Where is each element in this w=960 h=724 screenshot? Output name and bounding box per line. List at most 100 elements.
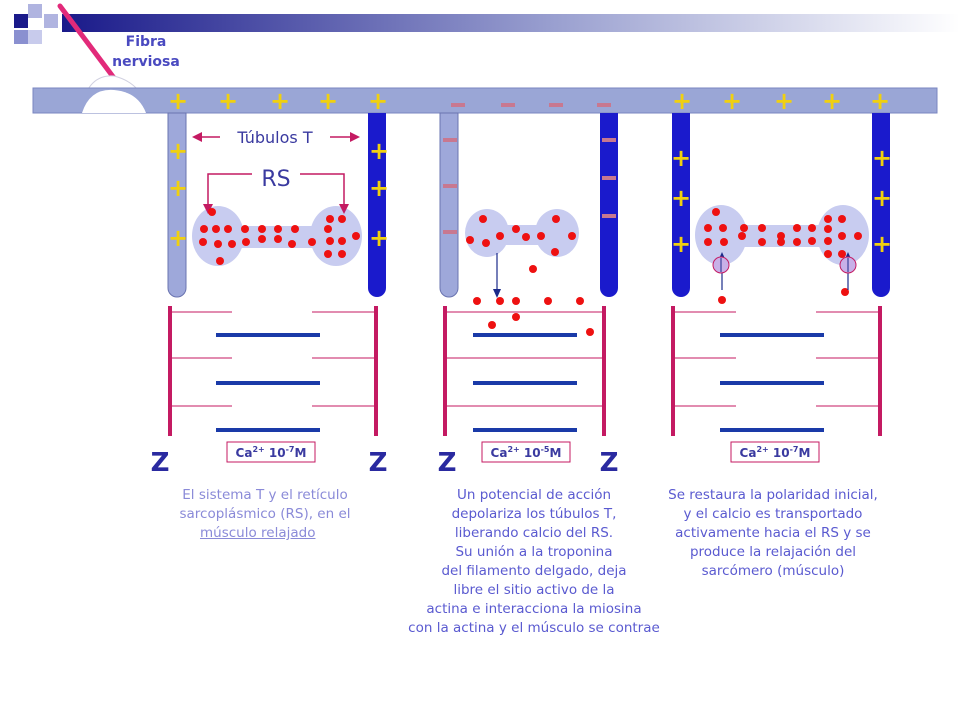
tubulos-t-label: Túbulos T [236,128,312,147]
plus-charge: + [671,184,691,212]
t-tubule [600,113,618,297]
plus-charge: + [822,87,842,115]
membrane-charges: ++++++++++++++++++++++ [168,87,892,258]
ca-exponent-text: -7 [790,445,799,454]
calcium-ion [228,240,236,248]
caption-line: liberando calcio del RS. [454,525,614,541]
banner-square [28,4,42,18]
minus-charge [597,103,611,107]
rs-bracket [203,173,349,214]
calcium-ion [529,265,537,273]
caption-panel-2: Un potencial de acción depolariza los tú… [388,486,680,638]
calcium-ion [777,232,785,240]
plus-charge: + [369,174,389,202]
plus-charge: + [722,87,742,115]
calcium-ion [212,225,220,233]
calcium-ion [838,215,846,223]
calcium-ion [568,232,576,240]
t-tubules [167,112,890,298]
calcium-ion [777,238,785,246]
calcium-ion [324,250,332,258]
calcium-ion [718,296,726,304]
calcium-ion [326,237,334,245]
plus-charge: + [369,137,389,165]
calcium-ion [793,224,801,232]
calcium-ion [551,248,559,256]
banner-square [14,14,28,28]
calcium-ion [824,225,832,233]
calcium-pump-right [839,252,857,290]
calcium-ion [512,313,520,321]
plus-charge: + [671,230,691,258]
minus-charge [443,230,457,234]
calcium-ion [712,208,720,216]
calcium-ion [274,225,282,233]
calcium-ion [704,224,712,232]
caption-line: sarcoplásmico (RS), en el [179,506,351,522]
calcium-pump-left [712,252,730,290]
caption-line: depolariza los túbulos T, [451,506,617,522]
plus-charge: + [270,87,290,115]
caption-line: actina e interacciona la miosina [426,601,642,617]
calcium-ion [326,215,334,223]
calcium-ion [308,238,316,246]
calcium-ion [488,321,496,329]
calcium-ion [512,225,520,233]
svg-text:Ca2+ 10-5M: Ca2+ 10-5M [491,445,562,460]
minus-charge [443,138,457,142]
calcium-ion [199,238,207,246]
calcium-ion [214,240,222,248]
calcium-ion [841,288,849,296]
t-tubule [439,112,459,298]
calcium-ion [274,235,282,243]
t-tubule [872,113,890,297]
rs-label: RS [261,167,290,192]
plus-charge: + [774,87,794,115]
plus-charge: + [872,184,892,212]
minus-charge [602,176,616,180]
calcium-ion [482,239,490,247]
caption-line: activamente hacia el RS y se [675,525,871,541]
calcium-ion [838,232,846,240]
t-tubule [167,112,187,298]
sarcomeres [168,306,882,436]
ca-ion-text: Ca [740,446,757,460]
ca-ion-text: Ca [236,446,253,460]
calcium-ion [338,215,346,223]
caption-line: y el calcio es transportado [683,506,863,522]
plus-charge: + [872,144,892,172]
calcium-ion [473,297,481,305]
calcium-ion [258,225,266,233]
minus-charge [549,103,563,107]
caption-line: produce la relajación del [689,544,857,560]
calcium-ion [740,224,748,232]
plus-charge: + [168,87,188,115]
t-tubule [368,113,386,297]
calcium-ion [758,238,766,246]
ca-box-panel-1: Ca2+ 10-7M [226,441,316,463]
calcium-ion [200,225,208,233]
calcium-ion [241,225,249,233]
caption-line: con la actina y el músculo se contrae [408,620,660,636]
caption-panel-1: El sistema T y el retículo sarcoplásmico… [160,486,370,543]
ca-charge-text: 2+ [756,445,768,454]
minus-charge [443,184,457,188]
rs-contracted [465,209,579,257]
minus-charge [602,214,616,218]
banner-square [28,30,42,44]
calcium-ion [808,224,816,232]
ca-unit-text: M [550,446,562,460]
ca-box-panel-3: Ca2+ 10-7M [730,441,820,463]
plus-charge: + [218,87,238,115]
calcium-ion [719,224,727,232]
caption-line: del filamento delgado, deja [441,563,627,579]
nerve-label-line2: nerviosa [112,54,180,70]
minus-charge [602,138,616,142]
plus-charge: + [870,87,890,115]
calcium-ion [208,208,216,216]
calcium-ion [738,232,746,240]
calcium-ion [288,240,296,248]
calcium-ion [496,232,504,240]
ca-exponent-text: -7 [286,445,295,454]
